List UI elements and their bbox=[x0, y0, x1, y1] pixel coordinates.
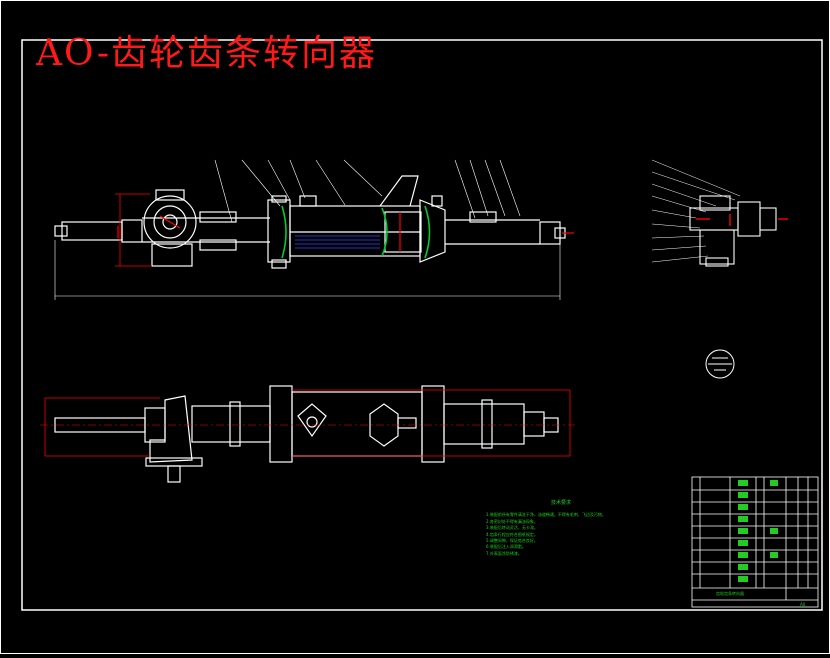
note-line: 3.装配后转动灵活，无卡滞。 bbox=[486, 525, 538, 531]
note-line: 5.调整间隙，保证啮合良好。 bbox=[486, 538, 538, 544]
drawing-title: AO-齿轮齿条转向器 bbox=[36, 33, 377, 74]
part-leaders bbox=[214, 159, 521, 223]
note-line: 7.外表面涂防锈漆。 bbox=[486, 550, 522, 556]
detail-view bbox=[705, 349, 735, 379]
note-line: 1.装配前所有零件清洗干净，油道畅通，不得有毛刺、飞边及污物。 bbox=[486, 512, 606, 518]
dimension-lines bbox=[54, 240, 561, 300]
title-block-green-fills bbox=[738, 480, 778, 582]
side-section-view bbox=[689, 195, 777, 267]
seal-rings bbox=[281, 205, 431, 259]
technical-notes: 技术要求 1.装配前所有零件清洗干净，油道畅通，不得有毛刺、飞边及污物。 2.各… bbox=[486, 500, 636, 557]
note-line: 2.各密封处不得有漏油现象。 bbox=[486, 518, 538, 524]
note-line: 6.装配后注入润滑脂。 bbox=[486, 544, 526, 550]
external-view bbox=[54, 385, 559, 483]
note-line: 4.齿条行程应符合图纸规定。 bbox=[486, 531, 538, 537]
drawing-frame bbox=[21, 39, 823, 611]
center-marks bbox=[117, 212, 574, 252]
main-sectional-view bbox=[54, 175, 566, 269]
title-block-name: 齿轮齿条转向器 bbox=[716, 591, 744, 596]
title-block-sheet: A0 bbox=[800, 602, 806, 607]
side-view-red-marks bbox=[696, 214, 788, 226]
notes-heading: 技术要求 bbox=[550, 500, 571, 506]
side-view-leaders bbox=[651, 159, 741, 263]
section-hatching bbox=[295, 235, 380, 249]
title-block bbox=[691, 476, 819, 608]
external-view-dimensions bbox=[44, 389, 571, 457]
red-dimension-lines bbox=[115, 193, 152, 267]
